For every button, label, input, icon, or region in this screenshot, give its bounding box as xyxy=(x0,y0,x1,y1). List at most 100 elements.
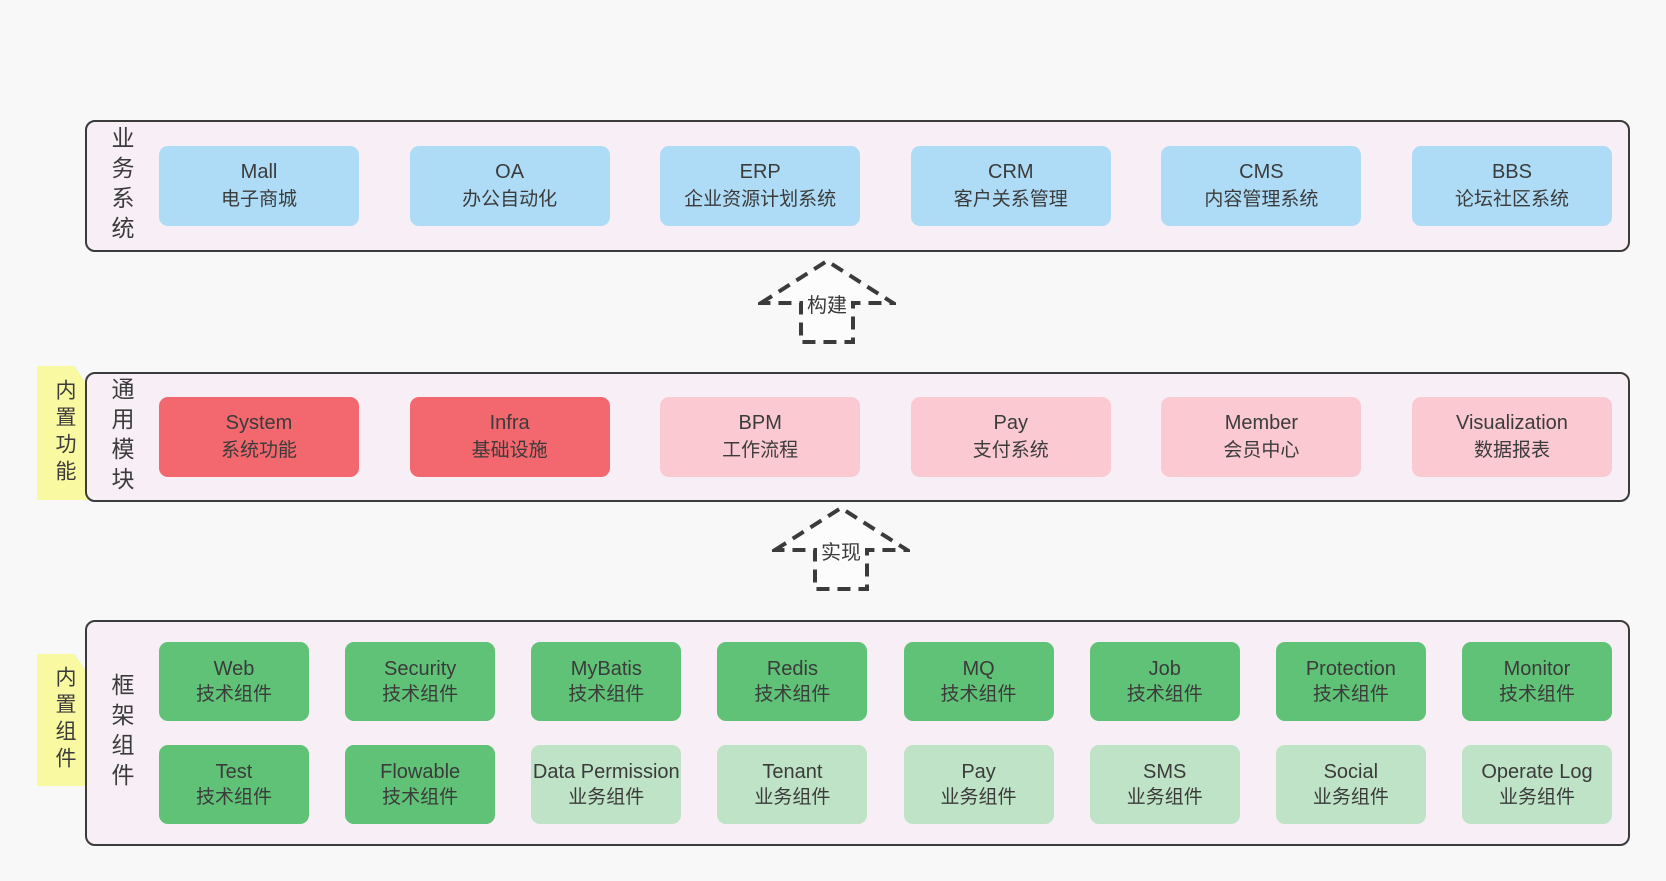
box-desc: 数据报表 xyxy=(1473,439,1550,461)
box-name: BBS xyxy=(1491,161,1532,184)
band-title-wrap: 通用模块 xyxy=(95,374,147,500)
box-cms: CMS 内容管理系统 xyxy=(1161,146,1362,226)
box-name: Member xyxy=(1224,412,1299,435)
tab-label: 内置功能 xyxy=(53,379,76,487)
box-mall: Mall 电子商城 xyxy=(159,146,359,226)
box-desc: 技术组件 xyxy=(754,684,831,706)
box-name: CMS xyxy=(1239,161,1284,184)
box-name: MQ xyxy=(962,657,995,680)
box-data-permission: Data Permission 业务组件 xyxy=(531,745,682,824)
box-bbs: BBS 论坛社区系统 xyxy=(1411,146,1612,226)
box-name: Pay xyxy=(993,412,1029,435)
box-name: Pay xyxy=(961,760,996,783)
box-social: Social 业务组件 xyxy=(1275,745,1426,824)
box-desc: 内容管理系统 xyxy=(1204,188,1319,210)
box-desc: 技术组件 xyxy=(940,684,1017,706)
box-desc: 业务组件 xyxy=(1498,787,1575,809)
box-name: Social xyxy=(1323,760,1379,783)
box-name: Redis xyxy=(766,657,818,680)
box-web: Web 技术组件 xyxy=(159,642,309,721)
box-member: Member 会员中心 xyxy=(1161,397,1362,477)
box-desc: 支付系统 xyxy=(972,439,1049,461)
box-desc: 办公自动化 xyxy=(462,188,558,210)
box-desc: 技术组件 xyxy=(568,684,645,706)
band-title: 框架组件 xyxy=(108,673,134,793)
box-desc: 业务组件 xyxy=(940,787,1017,809)
box-name: Data Permission xyxy=(532,760,680,783)
box-name: OA xyxy=(495,161,525,184)
tab-built-in-features: 内置功能 xyxy=(37,366,91,500)
band-title-wrap: 业务系统 xyxy=(95,122,147,250)
box-desc: 技术组件 xyxy=(1498,684,1575,706)
box-desc: 工作流程 xyxy=(722,439,799,461)
box-operate-log: Operate Log 业务组件 xyxy=(1461,745,1612,824)
box-desc: 业务组件 xyxy=(1126,787,1203,809)
box-name: Tenant xyxy=(762,760,823,783)
box-bpm: BPM 工作流程 xyxy=(660,397,861,477)
box-sms: SMS 业务组件 xyxy=(1089,745,1240,824)
arrow-label: 构建 xyxy=(803,288,851,319)
box-name: CRM xyxy=(988,161,1034,184)
box-name: Infra xyxy=(489,412,530,435)
box-desc: 技术组件 xyxy=(195,684,272,706)
tab-label: 内置组件 xyxy=(53,666,76,774)
box-crm: CRM 客户关系管理 xyxy=(910,146,1111,226)
box-infra: Infra 基础设施 xyxy=(409,397,610,477)
band-title: 通用模块 xyxy=(108,377,134,497)
box-redis: Redis 技术组件 xyxy=(717,642,868,721)
box-name: ERP xyxy=(739,161,781,184)
box-desc: 技术组件 xyxy=(1126,684,1203,706)
box-monitor: Monitor 技术组件 xyxy=(1461,642,1612,721)
box-desc: 会员中心 xyxy=(1223,439,1300,461)
box-mybatis: MyBatis 技术组件 xyxy=(531,642,682,721)
band-business-systems: 业务系统 Mall 电子商城 OA 办公自动化 ERP 企业资源计划系统 CRM… xyxy=(85,120,1630,252)
box-system: System 系统功能 xyxy=(159,397,359,477)
box-desc: 电子商城 xyxy=(220,188,297,210)
box-name: System xyxy=(225,412,293,435)
box-name: Protection xyxy=(1305,657,1396,680)
box-mq: MQ 技术组件 xyxy=(903,642,1054,721)
band-common-modules: 通用模块 System 系统功能 Infra 基础设施 BPM 工作流程 Pay… xyxy=(85,372,1630,502)
box-name: Visualization xyxy=(1456,412,1568,435)
box-protection: Protection 技术组件 xyxy=(1275,642,1426,721)
box-test: Test 技术组件 xyxy=(159,745,309,824)
box-erp: ERP 企业资源计划系统 xyxy=(660,146,861,226)
box-desc: 技术组件 xyxy=(382,787,459,809)
implement-arrow: 实现 xyxy=(772,503,910,593)
band-title: 业务系统 xyxy=(108,126,134,246)
framework-components-boxes: Web 技术组件 Security 技术组件 MyBatis 技术组件 Redi… xyxy=(147,622,1628,844)
box-desc: 论坛社区系统 xyxy=(1454,188,1569,210)
box-desc: 业务组件 xyxy=(754,787,831,809)
box-name: Security xyxy=(384,657,457,680)
box-name: Mall xyxy=(240,161,278,184)
box-desc: 系统功能 xyxy=(220,439,297,461)
box-desc: 业务组件 xyxy=(1312,787,1389,809)
box-flowable: Flowable 技术组件 xyxy=(345,745,496,824)
box-name: MyBatis xyxy=(570,657,642,680)
band-framework-components: 框架组件 Web 技术组件 Security 技术组件 MyBatis 技术组件… xyxy=(85,620,1630,846)
box-oa: OA 办公自动化 xyxy=(409,146,610,226)
box-pay: Pay 支付系统 xyxy=(910,397,1111,477)
build-arrow: 构建 xyxy=(758,256,896,346)
box-visualization: Visualization 数据报表 xyxy=(1411,397,1612,477)
box-name: BPM xyxy=(738,412,782,435)
box-name: Web xyxy=(213,657,255,680)
box-tenant: Tenant 业务组件 xyxy=(717,745,868,824)
box-desc: 客户关系管理 xyxy=(953,188,1068,210)
tab-built-in-components: 内置组件 xyxy=(37,654,91,786)
common-modules-boxes: System 系统功能 Infra 基础设施 BPM 工作流程 Pay 支付系统… xyxy=(147,374,1628,500)
business-systems-boxes: Mall 电子商城 OA 办公自动化 ERP 企业资源计划系统 CRM 客户关系… xyxy=(147,122,1628,250)
box-pay-biz: Pay 业务组件 xyxy=(903,745,1054,824)
box-job: Job 技术组件 xyxy=(1089,642,1240,721)
box-name: SMS xyxy=(1143,760,1187,783)
box-desc: 技术组件 xyxy=(382,684,459,706)
box-name: Monitor xyxy=(1503,657,1571,680)
box-desc: 技术组件 xyxy=(195,787,272,809)
box-desc: 技术组件 xyxy=(1312,684,1389,706)
box-desc: 企业资源计划系统 xyxy=(684,188,837,210)
box-name: Job xyxy=(1148,657,1181,680)
box-desc: 基础设施 xyxy=(471,439,548,461)
box-name: Operate Log xyxy=(1481,760,1593,783)
box-desc: 业务组件 xyxy=(568,787,645,809)
box-name: Test xyxy=(215,760,253,783)
